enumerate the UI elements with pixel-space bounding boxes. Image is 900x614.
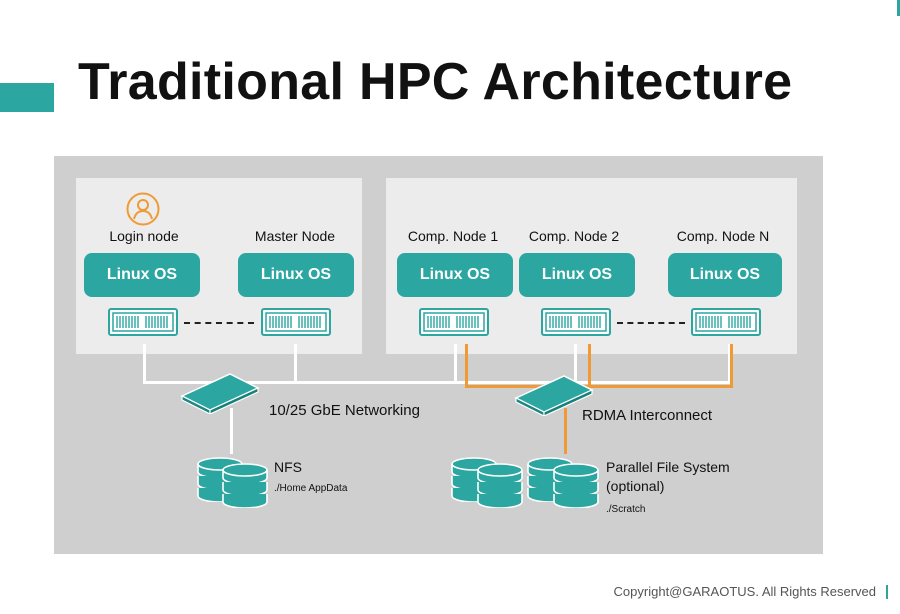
server-icon	[261, 307, 331, 337]
node-label-compn: Comp. Node N	[676, 228, 770, 244]
corner-accent	[897, 0, 900, 16]
ethernet-link-comp1	[454, 344, 457, 383]
architecture-diagram: Login node Master Node Comp. Node 1 Comp…	[54, 156, 823, 554]
os-box-compn: Linux OS	[668, 253, 782, 297]
user-icon	[126, 192, 160, 226]
parallel-fs-uplink	[564, 408, 567, 454]
rdma-link-comp1	[465, 344, 468, 386]
os-box-login: Linux OS	[84, 253, 200, 297]
parallel-fs-title-line1: Parallel File System	[606, 459, 730, 475]
nfs-path: ./Home AppData	[274, 483, 348, 494]
rdma-bus	[465, 385, 733, 388]
parallel-fs-path: ./Scratch	[606, 504, 646, 515]
rdma-link-comp2	[588, 344, 591, 386]
copyright-footer: Copyright@GARAOTUS. All Rights Reserved	[613, 584, 876, 599]
server-icon	[419, 307, 489, 337]
rdma-link-compn	[730, 344, 733, 386]
ethernet-network-label: 10/25 GbE Networking	[269, 402, 420, 419]
node-label-comp2: Comp. Node 2	[528, 228, 620, 244]
network-switch-icon	[180, 370, 260, 414]
ethernet-bus	[143, 381, 731, 384]
ethernet-link-compn	[728, 344, 731, 383]
server-icon	[541, 307, 611, 337]
os-box-comp1: Linux OS	[397, 253, 513, 297]
os-box-master: Linux OS	[238, 253, 354, 297]
database-stack-icon	[219, 458, 271, 508]
page-title: Traditional HPC Architecture	[78, 53, 793, 111]
nfs-title: NFS	[274, 459, 302, 475]
ethernet-link-comp2	[574, 344, 577, 383]
title-accent-bar	[0, 83, 54, 112]
node-label-login: Login node	[109, 228, 179, 244]
rdma-network-label: RDMA Interconnect	[582, 407, 713, 424]
dashed-connector	[184, 322, 254, 324]
ethernet-link-master	[294, 344, 297, 383]
dashed-connector	[617, 322, 685, 324]
parallel-fs-title-line2: (optional)	[606, 478, 665, 494]
ethernet-link-login	[143, 344, 146, 383]
node-label-comp1: Comp. Node 1	[407, 228, 499, 244]
parallel-fs-title: Parallel File System (optional)	[606, 458, 730, 496]
database-stack-icon	[550, 458, 602, 508]
footer-accent	[886, 585, 888, 599]
server-icon	[108, 307, 178, 337]
node-label-master: Master Node	[254, 228, 336, 244]
server-icon	[691, 307, 761, 337]
database-stack-icon	[474, 458, 526, 508]
os-box-comp2: Linux OS	[519, 253, 635, 297]
nfs-uplink	[230, 408, 233, 454]
